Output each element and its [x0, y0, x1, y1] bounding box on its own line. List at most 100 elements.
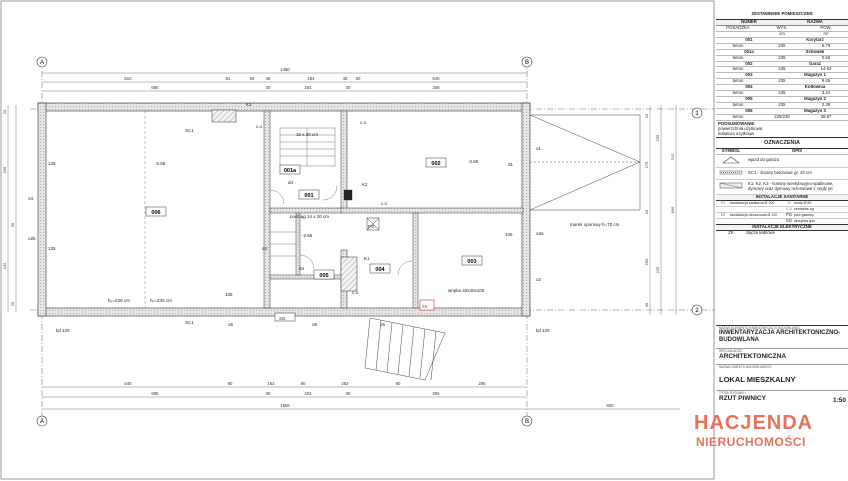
- room-006: 006: [151, 210, 160, 216]
- level-mark: -2.65: [155, 161, 166, 166]
- dim-bottom: 204: [304, 391, 312, 396]
- room-name: Garaż: [809, 61, 821, 66]
- room-area: 14.63: [820, 67, 832, 72]
- legend-w: w: [787, 199, 791, 205]
- chimney-k3: [211, 109, 237, 123]
- room-num: 002: [745, 61, 753, 66]
- axis-b-bottom: B: [525, 419, 529, 425]
- room-003: 003: [467, 259, 476, 265]
- dim-bottom: 30: [266, 391, 271, 396]
- label-o2: o2: [536, 277, 542, 282]
- unit-cm: cm: [779, 31, 785, 36]
- dim-bottom: 256: [432, 391, 440, 396]
- axis-2: 2: [695, 308, 699, 314]
- dim-overall-top: 1480: [280, 67, 290, 72]
- room-labels: 006 001a 001 002 003 004 005: [145, 157, 483, 280]
- label-k2: K2: [362, 182, 368, 187]
- main-title: INWENTARYZACJA ARCHITEKTONICZNO-BUDOWLAN…: [719, 330, 841, 344]
- axis-a-bottom: A: [40, 419, 44, 425]
- dim-left: 30: [10, 222, 15, 227]
- dim-left: 20: [10, 301, 15, 306]
- axis-a-top: A: [40, 60, 44, 66]
- label-o1: o1: [536, 146, 542, 151]
- specialty: ARCHITEKTONICZNA: [719, 353, 787, 361]
- dim-top: 45: [343, 76, 348, 81]
- dim-top: 256: [432, 85, 440, 90]
- legend-chimneys: K1, K2, K3 - kominy wentylacyjno-spalino…: [716, 180, 848, 195]
- window-dim: 135: [225, 292, 233, 297]
- table-row: 003 Magazyn 1: [716, 73, 848, 80]
- dim-top: 685: [151, 85, 159, 90]
- legend-desc: woda Ø 89: [794, 200, 812, 205]
- wall-hatch-icon: [716, 170, 746, 177]
- window-dim: 135: [48, 161, 56, 166]
- axis-1: 1: [695, 111, 699, 117]
- legend-desc: SC1 - Ściany betonowe gr. 20 cm: [748, 169, 812, 175]
- summary-volume: kubatura użytkowa: [716, 131, 848, 138]
- label-d1: d1: [508, 162, 514, 167]
- watermark-logo-sub: NIERUCHOMOŚCI: [696, 435, 806, 449]
- label-o5: o5: [312, 322, 318, 327]
- dim-top: 184: [307, 76, 315, 81]
- inner-stairs: [270, 127, 336, 257]
- room-name: Magazyn 1: [804, 73, 826, 78]
- label-d4: d4: [262, 246, 268, 251]
- dim-right: 606: [670, 206, 675, 213]
- dim-right: 275: [644, 161, 649, 168]
- room-num: 004: [745, 85, 753, 90]
- dim-left: 20: [2, 109, 7, 114]
- label-sc1: SC1: [185, 128, 194, 133]
- room-area: 9.45: [821, 79, 831, 84]
- inner-walls: [263, 110, 524, 309]
- unit-m2: m²: [823, 31, 829, 36]
- label-co: c.o: [256, 124, 263, 129]
- entrance-stairs: [364, 317, 446, 381]
- label-sc1: SC1: [185, 320, 194, 325]
- dim-top: 510: [124, 76, 132, 81]
- stairs-dims: 15 x 20 cm: [296, 132, 318, 137]
- axis-b-top: B: [525, 60, 529, 66]
- legend-desc: skrzynka gaz: [794, 218, 815, 223]
- room-004: 004: [375, 267, 385, 273]
- label-sg: SG: [279, 316, 286, 321]
- room-001: 001: [304, 193, 313, 199]
- bottom-dimensions: [42, 386, 680, 410]
- dim-bottom: 286: [478, 381, 486, 386]
- summary-title: PODSUMOWANIE: [718, 120, 755, 126]
- schedule-header: NUMER NAZWA: [716, 19, 848, 26]
- room-area: 3.24: [821, 91, 831, 96]
- chimney-icon: [716, 182, 746, 191]
- label-co: c.o: [360, 120, 367, 125]
- dim-top: 30: [346, 85, 351, 90]
- dim-left: 336: [2, 166, 7, 173]
- room-num: 003: [745, 73, 753, 78]
- dim-top: 540: [432, 76, 440, 81]
- floor-plan-drawing: A B A B 1 2 1480 510 81 94 46 184 45 60 …: [0, 0, 715, 480]
- legend-pg: PG: [785, 211, 793, 217]
- dim-right: 225: [655, 266, 660, 273]
- chimney-k1: [340, 256, 358, 292]
- axis-lines: [30, 60, 715, 420]
- dim-right: 200: [644, 258, 649, 265]
- label-co: c.o: [352, 290, 359, 295]
- room-height: 225/235: [774, 114, 790, 119]
- chimney-k2: [343, 189, 353, 201]
- room-area: 5.79: [821, 43, 831, 48]
- sanitary-title: INSTALACJE SANITARNE: [716, 194, 848, 201]
- room-height: 235: [778, 103, 786, 108]
- legend-co: c.o: [786, 205, 792, 211]
- object-name: LOKAL MIESZKALNY: [719, 375, 796, 385]
- legend-zk: ZK: [728, 229, 734, 235]
- dim-top: 60: [356, 76, 361, 81]
- triangle-icon: [716, 156, 746, 166]
- room-num: 005: [745, 97, 753, 102]
- dim-overall-bottom: 1506: [280, 403, 290, 408]
- col-numer: NUMER: [741, 19, 757, 24]
- drawing-title-row: TYTUŁ RYSUNKU RZUT PIWNICY 1:50: [716, 390, 848, 404]
- label-o3a: o3a: [536, 231, 544, 236]
